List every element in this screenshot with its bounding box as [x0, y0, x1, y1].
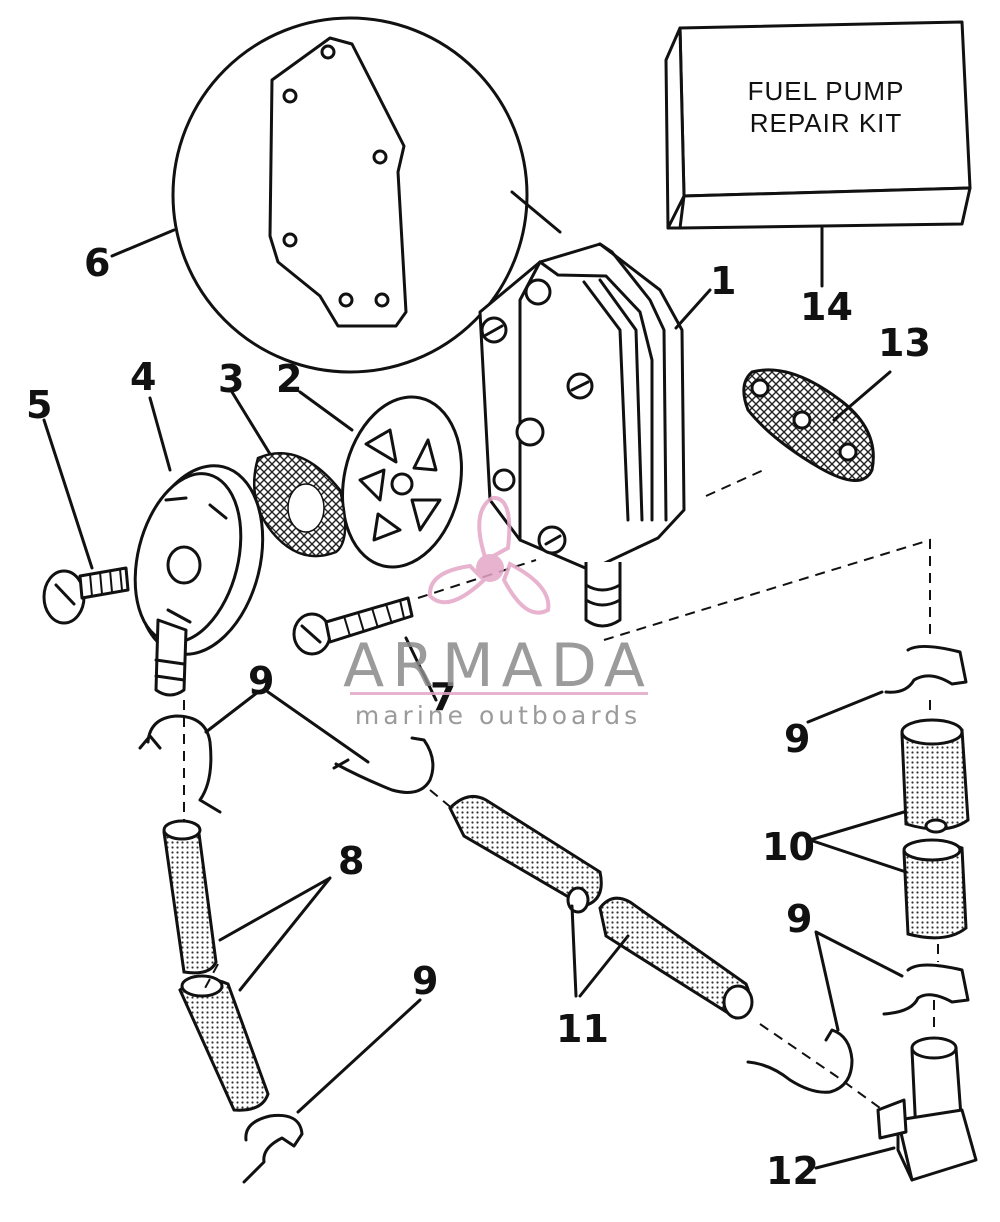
- pump-mount-gasket: [742, 368, 875, 482]
- callout-9-lower-left: 9: [412, 959, 438, 1003]
- cover-screw: [42, 566, 130, 625]
- hose-clamp-lower-left: [242, 1113, 304, 1184]
- callout-9-upper-left: 9: [248, 659, 274, 703]
- hose-clamp-upper-left: [138, 714, 222, 814]
- fuel-hose-upper: [162, 819, 218, 975]
- fuel-hose-11-upper: [448, 794, 603, 914]
- callout-9-upper-right: 9: [784, 717, 810, 761]
- gasket-detail-circle: [171, 16, 562, 374]
- callout-7: 7: [430, 675, 456, 719]
- repair-kit-box: FUEL PUMP REPAIR KIT: [664, 20, 972, 230]
- watermark-subtitle: marine outboards: [355, 701, 641, 730]
- fuel-hose-lower: [178, 974, 270, 1112]
- kit-label-line1: FUEL PUMP: [748, 76, 905, 106]
- fuel-filter-lower: [902, 838, 968, 940]
- hose-clamp-mid-right: [882, 963, 970, 1016]
- armada-watermark: ARMADA marine outboards: [343, 495, 653, 730]
- callout-3: 3: [218, 357, 244, 401]
- hose-clamp-lower-right: [746, 1028, 854, 1094]
- hose-clamp-upper-right: [884, 645, 968, 694]
- fuel-fitting: [876, 1036, 978, 1182]
- fuel-pump-body: [478, 242, 686, 628]
- callout-9-lower-right: 9: [786, 897, 812, 941]
- callout-4: 4: [130, 355, 156, 399]
- callout-2: 2: [276, 357, 302, 401]
- kit-label-line2: REPAIR KIT: [750, 108, 903, 138]
- callout-14: 14: [800, 285, 853, 329]
- callout-11: 11: [556, 1007, 609, 1051]
- diaphragm-plate: [341, 395, 463, 569]
- callout-6: 6: [84, 241, 110, 285]
- fuel-filter-upper: [900, 718, 970, 834]
- propeller-logo-icon: [427, 495, 551, 615]
- callout-10: 10: [762, 825, 815, 869]
- pump-long-screw: [292, 596, 414, 656]
- callout-13: 13: [878, 321, 931, 365]
- fuel-screen: [252, 451, 347, 558]
- watermark-title: ARMADA: [343, 631, 653, 701]
- fuel-hose-11-lower: [598, 896, 754, 1020]
- callout-12: 12: [766, 1149, 819, 1193]
- callout-1: 1: [710, 259, 736, 303]
- callout-5: 5: [26, 383, 52, 427]
- pump-cover: [133, 464, 265, 697]
- callout-8: 8: [338, 839, 364, 883]
- hose-clamp-middle: [332, 736, 435, 794]
- watermark-divider: [350, 692, 648, 695]
